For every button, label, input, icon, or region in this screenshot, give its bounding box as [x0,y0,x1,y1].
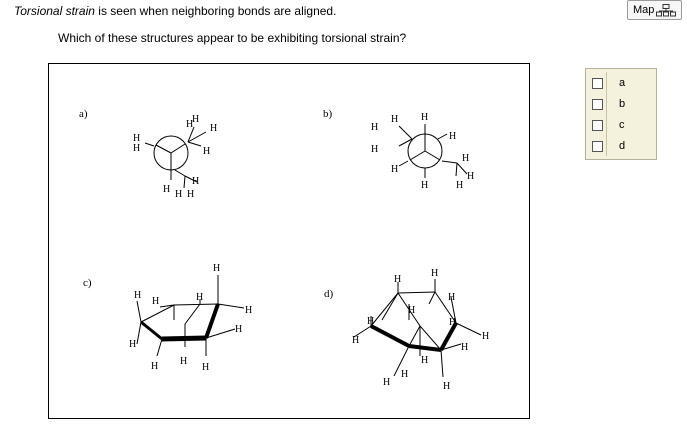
choice-a-label: a [619,77,626,89]
answer-choices: a b c d [585,68,657,160]
hydrogen-label: H [133,143,140,154]
choice-b-checkbox[interactable] [592,98,603,110]
hydrogen-label: H [202,362,209,373]
hydrogen-label: H [421,180,428,191]
hydrogen-label: H [203,146,210,157]
hydrogen-label: H [391,114,398,125]
hydrogen-label: H [213,263,220,274]
intro-term: Torsional strain [14,4,95,18]
hydrogen-label: H [152,296,159,307]
chair-d [353,279,482,378]
hydrogen-label: H [210,123,217,134]
choices-divider [606,72,607,156]
hydrogen-label: H [175,189,182,200]
hydrogen-label: H [196,292,203,303]
hydrogen-label: H [448,292,455,303]
choice-b[interactable]: b [592,96,652,112]
structure-label-c: c) [83,277,92,289]
hydrogen-label: H [186,119,193,130]
choice-c-checkbox[interactable] [592,119,603,131]
hydrogen-label: H [352,335,359,346]
hydrogen-label: H [467,171,474,182]
choice-a[interactable]: a [592,75,652,91]
hydrogen-label: H [431,268,438,279]
choice-d[interactable]: d [592,138,652,154]
map-button-label: Map [633,4,655,16]
choice-d-label: d [619,140,626,152]
hydrogen-label: H [163,184,170,195]
hydrogen-label: H [401,369,408,380]
hydrogen-label: H [371,144,378,155]
choice-a-checkbox[interactable] [592,77,603,89]
hydrogen-label: H [421,355,428,366]
hydrogen-label: H [245,305,252,316]
map-button[interactable]: Map [627,0,682,20]
choice-b-label: b [619,98,626,110]
choice-c-label: c [619,119,625,131]
structure-label-a: a) [79,108,88,120]
hydrogen-label: H [371,122,378,133]
hydrogen-label: H [421,112,428,123]
hydrogen-label: H [367,316,374,327]
hydrogen-label: H [394,274,401,285]
hydrogen-label: H [192,176,199,187]
map-icon [656,3,677,16]
hydrogen-label: H [133,133,140,144]
hydrogen-label: H [134,290,141,301]
intro-text: Torsional strain is seen when neighborin… [14,4,336,18]
hydrogen-label: H [192,114,199,125]
hydrogen-label: H [383,377,390,388]
hydrogen-label: H [462,153,469,164]
newman-b [398,124,468,178]
hydrogen-label: H [391,164,398,175]
question-text: Which of these structures appear to be e… [58,31,407,45]
structures-drawing: HHHHHHHHHHHHHHHHHHHHHHHHHHHHHHHHHHHHHHHH… [79,108,489,392]
choice-d-checkbox[interactable] [592,140,603,152]
hydrogen-label: H [443,381,450,392]
hydrogen-label: H [456,180,463,191]
hydrogen-label: H [449,317,456,328]
hydrogen-label: H [449,131,456,142]
hydrogen-label: H [151,361,158,372]
hydrogen-label: H [235,324,242,335]
hydrogen-label: H [129,339,136,350]
newman-a [144,126,207,189]
choice-c[interactable]: c [592,117,652,133]
hydrogen-label: H [408,305,415,316]
hydrogen-label: H [461,342,468,353]
hydrogen-label: H [187,189,194,200]
structure-label-d: d) [324,288,334,300]
chair-c [136,275,245,357]
structure-label-b: b) [323,108,333,120]
hydrogen-label: H [482,331,489,342]
intro-rest: is seen when neighboring bonds are align… [94,4,337,18]
hydrogen-label: H [180,356,187,367]
